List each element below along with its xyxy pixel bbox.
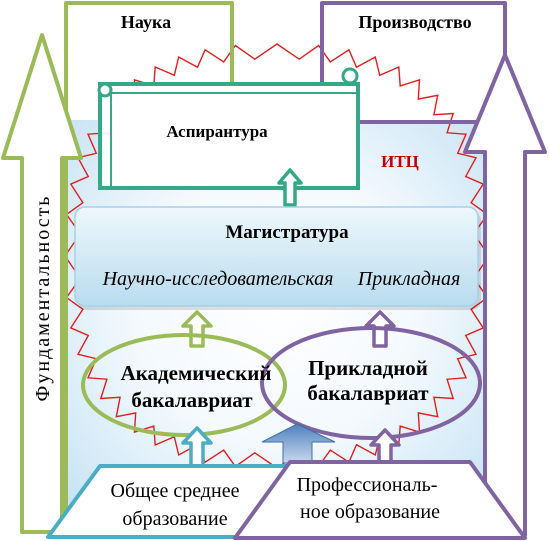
masters-to-postgraduate-arrow — [277, 168, 303, 207]
masters-track-applied: Прикладная — [357, 268, 461, 290]
academic-bachelor-ellipse — [81, 333, 287, 437]
academic-bachelor-line2: бакалавриат — [131, 388, 253, 412]
masters-title: Магистратура — [225, 222, 349, 243]
production-title: Производство — [358, 12, 471, 32]
professional-education-shape — [233, 460, 527, 540]
masters-box — [74, 206, 479, 307]
scroll-curl-left — [97, 82, 113, 98]
postgraduate-label: Аспирантура — [166, 122, 268, 141]
scroll-inner-border — [110, 92, 359, 189]
professional-education-line2: ное образование — [300, 501, 440, 523]
academic-to-masters-arrow — [181, 310, 213, 348]
science-title: Наука — [121, 12, 171, 32]
applied-bachelor-line1: Прикладной — [308, 356, 428, 380]
science-frame — [64, 1, 234, 534]
fundamentality-arrow — [1, 33, 83, 534]
itc-label: ИТЦ — [381, 152, 419, 171]
professional-education-line1: Профессиональ- — [297, 474, 438, 496]
general-education-line1: Общее среднее — [111, 480, 240, 502]
fundamentality-label: Фундаментальность — [32, 195, 54, 402]
production-frame — [320, 1, 507, 88]
applied-bachelor-ellipse — [260, 326, 482, 440]
postgraduate-scroll: Аспирантура — [97, 67, 360, 190]
masters-track-research: Научно-исследовательская — [102, 268, 334, 290]
general-education-line2: образование — [122, 508, 227, 530]
academic-bachelor-line1: Академический — [121, 361, 272, 385]
applied-bachelor-line2: бакалавриат — [307, 381, 429, 405]
scroll-curl-right — [341, 67, 359, 85]
